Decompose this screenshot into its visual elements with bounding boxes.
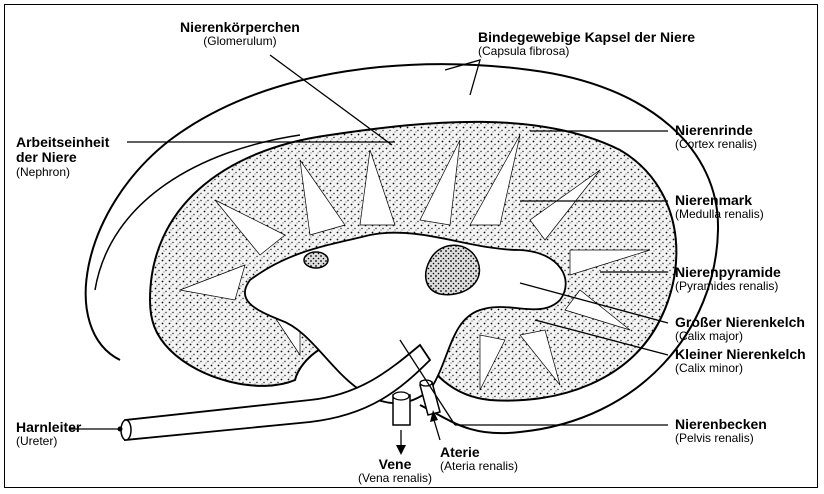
nierenbecken-name: Nierenbecken <box>675 417 767 432</box>
grosser-kelch-name: Großer Nierenkelch <box>675 315 805 330</box>
label-aterie: Aterie (Ateria renalis) <box>440 445 518 474</box>
nierenbecken-latin: (Pelvis renalis) <box>675 432 767 445</box>
label-kleiner-kelch: Kleiner Nierenkelch (Calix minor) <box>675 347 806 376</box>
nephron-name-line1: Arbeitseinheit <box>16 135 109 150</box>
harnleiter-latin: (Ureter) <box>16 435 81 448</box>
label-nephron: Arbeitseinheit der Niere (Nephron) <box>16 135 109 179</box>
kapsel-latin: (Capsula fibrosa) <box>478 45 695 58</box>
label-grosser-kelch: Großer Nierenkelch (Calix major) <box>675 315 805 344</box>
nephron-latin: (Nephron) <box>16 166 109 179</box>
vene-latin: (Vena renalis) <box>358 472 432 485</box>
label-nierenrinde: Nierenrinde (Cortex renalis) <box>675 123 757 152</box>
nierenpyramide-name: Nierenpyramide <box>675 265 781 280</box>
kapsel-name: Bindegewebige Kapsel der Niere <box>478 30 695 45</box>
label-vene: Vene (Vena renalis) <box>358 457 432 486</box>
aterie-name: Aterie <box>440 445 518 460</box>
arrow-vene <box>396 445 406 455</box>
nierenmark-latin: (Medulla renalis) <box>675 208 764 221</box>
nierenrinde-latin: (Cortex renalis) <box>675 138 757 151</box>
leader-aterie <box>434 420 440 440</box>
glomerulum-latin: (Glomerulum) <box>180 35 300 48</box>
label-nierenmark: Nierenmark (Medulla renalis) <box>675 193 764 222</box>
ureter-opening <box>121 420 131 440</box>
kleiner-kelch-name: Kleiner Nierenkelch <box>675 347 806 362</box>
calix-minor <box>304 252 328 268</box>
leader-dot-harnleiter <box>118 427 123 432</box>
nephron-name-line2: der Niere <box>16 150 109 165</box>
nierenmark-name: Nierenmark <box>675 193 764 208</box>
label-glomerulum: Nierenkörperchen (Glomerulum) <box>180 20 300 49</box>
aterie-latin: (Ateria renalis) <box>440 460 518 473</box>
grosser-kelch-latin: (Calix major) <box>675 330 805 343</box>
label-nierenbecken: Nierenbecken (Pelvis renalis) <box>675 417 767 446</box>
harnleiter-name: Harnleiter <box>16 420 81 435</box>
nierenpyramide-latin: (Pyramides renalis) <box>675 280 781 293</box>
label-nierenpyramide: Nierenpyramide (Pyramides renalis) <box>675 265 781 294</box>
vene-name: Vene <box>358 457 432 472</box>
glomerulum-name: Nierenkörperchen <box>180 20 300 35</box>
nierenrinde-name: Nierenrinde <box>675 123 757 138</box>
kleiner-kelch-latin: (Calix minor) <box>675 362 806 375</box>
label-kapsel: Bindegewebige Kapsel der Niere (Capsula … <box>478 30 695 59</box>
label-harnleiter: Harnleiter (Ureter) <box>16 420 81 449</box>
